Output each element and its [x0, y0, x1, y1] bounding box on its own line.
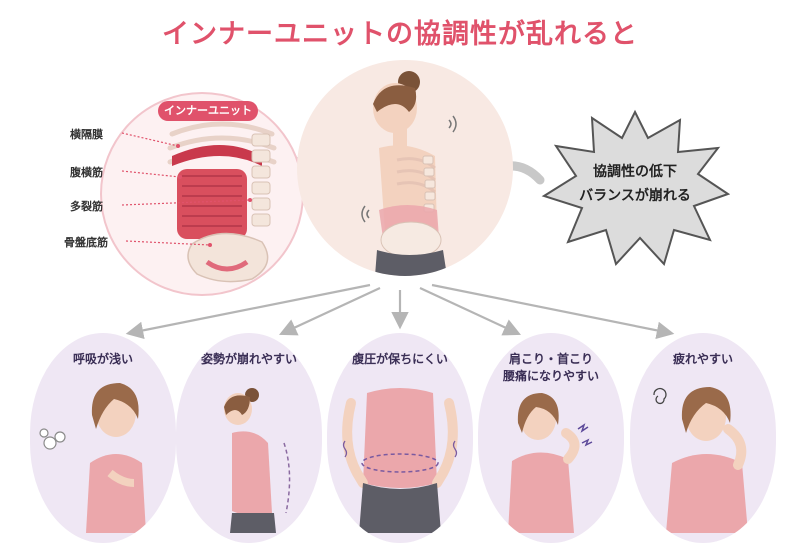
symptom-fatigue: 疲れやすい — [630, 333, 776, 543]
label-multifidus: 多裂筋 — [70, 200, 103, 213]
label-transverse-abdominis: 腹横筋 — [70, 166, 103, 179]
inner-unit-anatomy-illustration — [100, 92, 304, 296]
symptom-label: 呼吸が浅い — [72, 352, 133, 366]
arrow-to-symptom-1 — [125, 283, 371, 340]
center-posture-illustration — [297, 60, 513, 276]
page-title: インナーユニットの協調性が乱れると — [162, 19, 638, 50]
callout-text: 協調性の低下 バランスが崩れる — [540, 160, 730, 208]
label-diaphragm: 横隔膜 — [70, 128, 103, 141]
symptom-weak-abdominal-pressure: 腹圧が保ちにくい — [327, 333, 473, 543]
callout-line-2: バランスが崩れる — [579, 188, 691, 204]
arrow-to-symptom-4 — [419, 287, 521, 336]
label-pelvic-floor: 骨盤底筋 — [64, 236, 108, 249]
balance-loss-burst — [541, 109, 730, 266]
symptom-label-sub: 腰痛になりやすい — [502, 369, 599, 383]
symptom-shallow-breathing: 呼吸が浅い — [30, 333, 176, 543]
symptom-label: 疲れやすい — [672, 352, 733, 366]
inner-unit-badge: インナーユニット — [158, 101, 258, 121]
arrow-to-symptom-5 — [431, 283, 675, 340]
symptom-label: 姿勢が崩れやすい — [200, 352, 297, 366]
symptom-poor-posture: 姿勢が崩れやすい — [176, 333, 322, 543]
callout-line-1: 協調性の低下 — [593, 164, 677, 180]
symptom-label: 腹圧が保ちにくい — [352, 352, 448, 366]
symptom-label: 肩こり・首こり — [508, 352, 593, 366]
dizzy-icon — [653, 387, 667, 405]
arrow-to-symptom-2 — [279, 287, 381, 336]
symptom-stiff-neck-back-pain: 肩こり・首こり 腰痛になりやすい — [478, 333, 624, 543]
